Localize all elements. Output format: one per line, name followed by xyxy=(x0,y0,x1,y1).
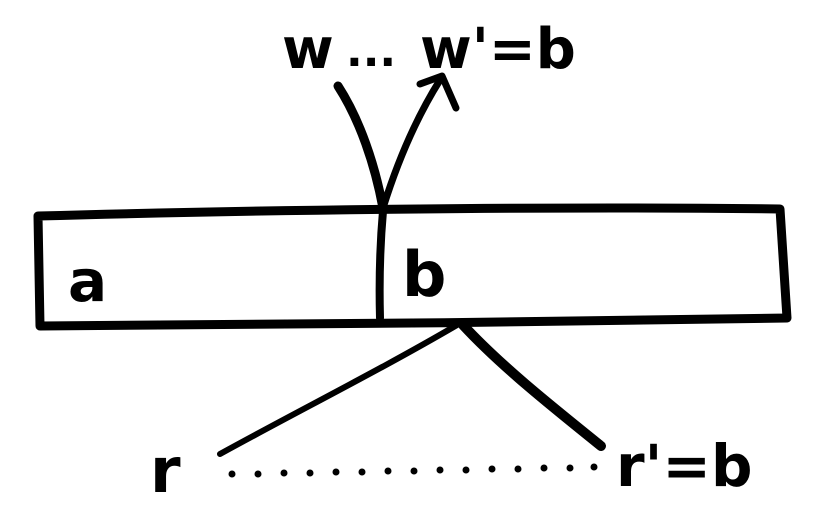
read-line-to-r-prime xyxy=(458,320,606,451)
label-r: r xyxy=(150,434,181,507)
arrow-head-icon xyxy=(416,72,460,112)
label-cell-a: a xyxy=(68,247,107,315)
label-w-prime: w'=b xyxy=(420,17,576,82)
label-w: w xyxy=(282,17,334,82)
cell-divider xyxy=(375,207,387,322)
write-outgoing-arrow xyxy=(379,76,444,212)
label-top-ellipsis: ... xyxy=(346,26,396,77)
register-box xyxy=(33,203,792,331)
read-ellipsis-dots xyxy=(228,463,598,478)
read-line-to-r xyxy=(217,322,460,457)
write-incoming-stroke xyxy=(333,81,388,213)
label-r-prime: r'=b xyxy=(616,432,752,500)
label-cell-b: b xyxy=(402,238,446,311)
